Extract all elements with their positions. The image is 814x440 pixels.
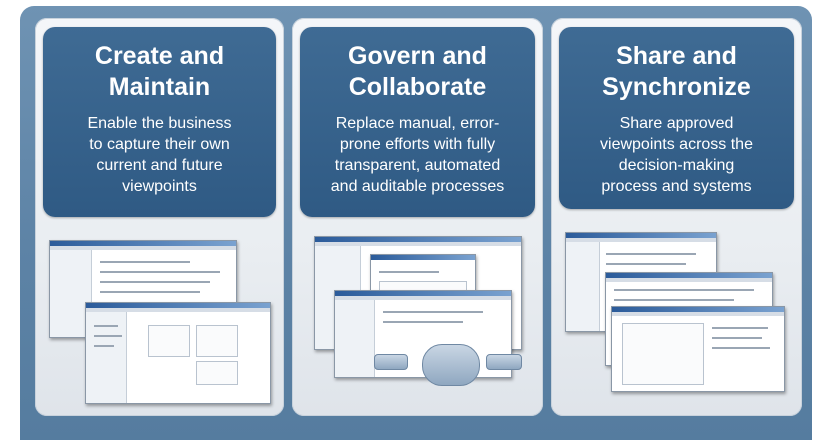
card-title: Govern and Collaborate [300,41,535,103]
desc-line: transparent, automated [334,157,501,174]
title-line: Synchronize [602,73,751,101]
desc-line: Share approved [619,115,734,132]
title-line: Share and [616,42,737,70]
title-line: Collaborate [348,73,487,101]
desc-line: to capture their own [89,136,230,153]
desc-line: viewpoints [122,178,197,195]
desc-line: process and systems [601,178,752,195]
card-title: Share and Synchronize [559,41,794,103]
title-line: Govern and [348,42,487,70]
desc-line: prone efforts with fully [339,136,496,153]
card-description: Enable the business to capture their own… [53,113,266,197]
desc-line: viewpoints across the [600,136,753,153]
workflow-step [374,354,408,370]
card-govern-collaborate: Govern and Collaborate Replace manual, e… [300,27,535,217]
panel-share-synchronize: Share and Synchronize Share approved vie… [551,18,802,416]
diagram-frame: Create and Maintain Enable the business … [20,6,812,440]
desc-line: and auditable processes [330,178,505,195]
workflow-graphic [422,344,480,386]
panel-create-maintain: Create and Maintain Enable the business … [35,18,284,416]
title-line: Create and [94,42,225,70]
card-title: Create and Maintain [43,41,276,103]
desc-line: Replace manual, error- [335,115,500,132]
workflow-step [486,354,522,370]
card-description: Replace manual, error- prone efforts wit… [310,113,525,197]
screenshot-thumbnail [85,302,271,404]
screenshot-thumbnail [611,306,785,392]
panel-govern-collaborate: Govern and Collaborate Replace manual, e… [292,18,543,416]
card-description: Share approved viewpoints across the dec… [569,113,784,197]
desc-line: current and future [96,157,223,174]
desc-line: decision-making [618,157,735,174]
card-share-synchronize: Share and Synchronize Share approved vie… [559,27,794,209]
card-create-maintain: Create and Maintain Enable the business … [43,27,276,217]
title-line: Maintain [108,73,211,101]
desc-line: Enable the business [87,115,232,132]
